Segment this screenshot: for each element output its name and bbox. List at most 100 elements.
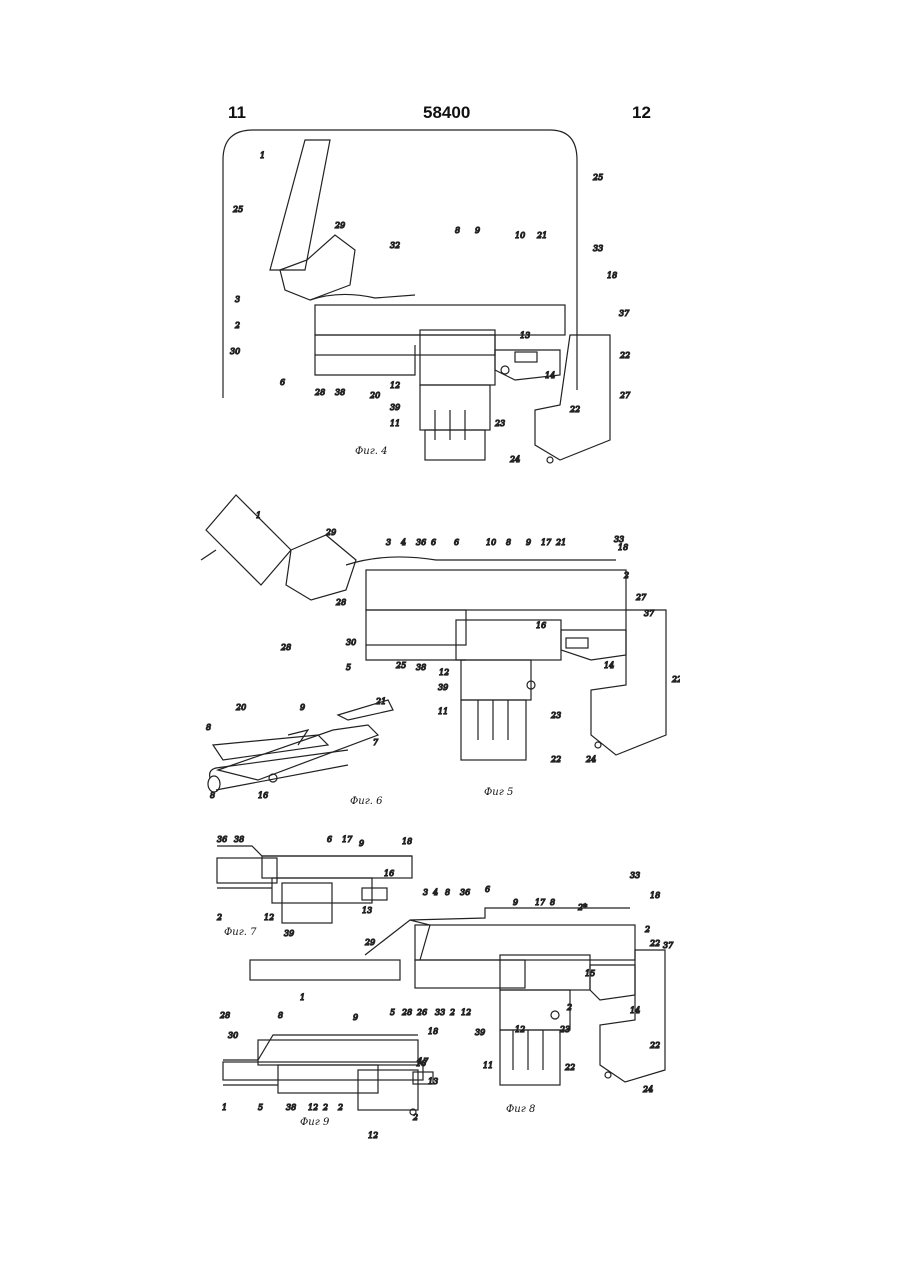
svg-text:1: 1	[256, 511, 261, 520]
svg-text:8: 8	[550, 898, 555, 907]
svg-text:9: 9	[353, 1013, 358, 1022]
svg-text:33: 33	[630, 871, 640, 880]
svg-text:4: 4	[432, 888, 438, 897]
svg-text:24: 24	[642, 1085, 653, 1094]
svg-text:12: 12	[390, 381, 400, 390]
svg-text:9: 9	[300, 703, 305, 712]
svg-text:25: 25	[592, 173, 603, 182]
svg-text:1: 1	[260, 151, 265, 160]
svg-text:33: 33	[593, 244, 603, 253]
svg-text:8: 8	[210, 791, 215, 800]
svg-text:22: 22	[649, 1041, 660, 1050]
svg-text:20: 20	[369, 391, 380, 400]
svg-text:2: 2	[337, 1103, 343, 1112]
svg-text:8: 8	[455, 226, 460, 235]
svg-text:18: 18	[607, 271, 617, 280]
svg-text:21: 21	[375, 697, 386, 706]
svg-text:22: 22	[619, 351, 630, 360]
svg-text:12: 12	[308, 1103, 318, 1112]
svg-text:21: 21	[555, 538, 566, 547]
svg-text:22: 22	[564, 1063, 575, 1072]
svg-text:22: 22	[671, 675, 680, 684]
svg-text:5: 5	[258, 1103, 263, 1112]
svg-text:37: 37	[619, 309, 630, 318]
svg-text:8: 8	[206, 723, 211, 732]
svg-text:14: 14	[630, 1006, 640, 1015]
svg-text:12: 12	[515, 1025, 525, 1034]
svg-text:38: 38	[416, 663, 426, 672]
svg-text:10: 10	[515, 231, 525, 240]
svg-text:11: 11	[438, 707, 448, 716]
figure-9-drawing: 28 8 9 18 30 16 17 13 1 5 38 12 2 2 2 12	[218, 1000, 458, 1140]
svg-text:18: 18	[650, 891, 660, 900]
svg-text:6: 6	[280, 378, 285, 387]
svg-text:27: 27	[619, 391, 631, 400]
svg-text:8: 8	[278, 1011, 283, 1020]
svg-text:37: 37	[644, 609, 655, 618]
svg-text:14: 14	[604, 661, 614, 670]
svg-text:17: 17	[418, 1057, 429, 1066]
svg-text:25: 25	[395, 661, 406, 670]
svg-text:28: 28	[314, 388, 325, 397]
svg-text:21: 21	[536, 231, 547, 240]
svg-text:18: 18	[402, 837, 412, 846]
figure-4-caption: Фиг. 4	[355, 446, 388, 457]
figure-8-caption: Фиг 8	[506, 1104, 535, 1115]
svg-text:25: 25	[232, 205, 243, 214]
svg-text:8: 8	[445, 888, 450, 897]
svg-text:30: 30	[230, 347, 240, 356]
svg-text:1: 1	[222, 1103, 227, 1112]
svg-text:39: 39	[475, 1028, 485, 1037]
svg-text:9: 9	[359, 839, 364, 848]
svg-text:7: 7	[373, 738, 379, 747]
svg-text:2: 2	[412, 1113, 418, 1122]
svg-text:4: 4	[400, 538, 406, 547]
figure-5-caption: Фиг 5	[484, 787, 513, 798]
svg-text:30: 30	[346, 638, 356, 647]
svg-text:12: 12	[368, 1131, 378, 1140]
svg-text:36: 36	[416, 538, 426, 547]
svg-text:2: 2	[216, 913, 222, 922]
svg-text:9: 9	[513, 898, 518, 907]
svg-text:9: 9	[475, 226, 480, 235]
svg-text:2: 2	[623, 571, 629, 580]
svg-text:6: 6	[327, 835, 332, 844]
svg-text:17: 17	[541, 538, 552, 547]
svg-text:6: 6	[485, 885, 490, 894]
svg-text:32: 32	[390, 241, 400, 250]
svg-text:13: 13	[428, 1077, 438, 1086]
svg-text:29: 29	[325, 528, 336, 537]
svg-text:9: 9	[526, 538, 531, 547]
svg-text:13: 13	[520, 331, 530, 340]
svg-text:28: 28	[335, 598, 346, 607]
figure-4-drawing: 1 25 29 32 8 9 10 21 25 33 18 37 22 27 3…	[215, 120, 655, 470]
svg-text:2: 2	[644, 925, 650, 934]
svg-text:14: 14	[545, 371, 555, 380]
svg-text:5: 5	[346, 663, 351, 672]
svg-text:2: 2	[322, 1103, 328, 1112]
svg-text:29: 29	[364, 938, 375, 947]
svg-text:16: 16	[258, 791, 268, 800]
figure-9-caption: Фиг 9	[300, 1117, 329, 1128]
svg-text:16: 16	[536, 621, 546, 630]
svg-text:22: 22	[569, 405, 580, 414]
svg-text:2*: 2*	[577, 903, 587, 912]
svg-text:38: 38	[335, 388, 345, 397]
svg-text:18: 18	[428, 1027, 438, 1036]
svg-text:39: 39	[438, 683, 448, 692]
svg-text:8: 8	[506, 538, 511, 547]
svg-text:18: 18	[618, 543, 628, 552]
svg-text:12: 12	[439, 668, 449, 677]
figure-6-caption: Фиг. 6	[350, 796, 383, 807]
svg-text:6: 6	[454, 538, 459, 547]
svg-text:36: 36	[460, 888, 470, 897]
svg-text:11: 11	[483, 1061, 493, 1070]
svg-text:12: 12	[461, 1008, 471, 1017]
svg-text:15: 15	[585, 969, 595, 978]
svg-text:24: 24	[509, 455, 520, 464]
svg-text:37: 37	[663, 941, 674, 950]
svg-text:29: 29	[334, 221, 345, 230]
svg-text:6: 6	[431, 538, 436, 547]
svg-text:24: 24	[585, 755, 596, 764]
svg-text:23: 23	[559, 1025, 570, 1034]
